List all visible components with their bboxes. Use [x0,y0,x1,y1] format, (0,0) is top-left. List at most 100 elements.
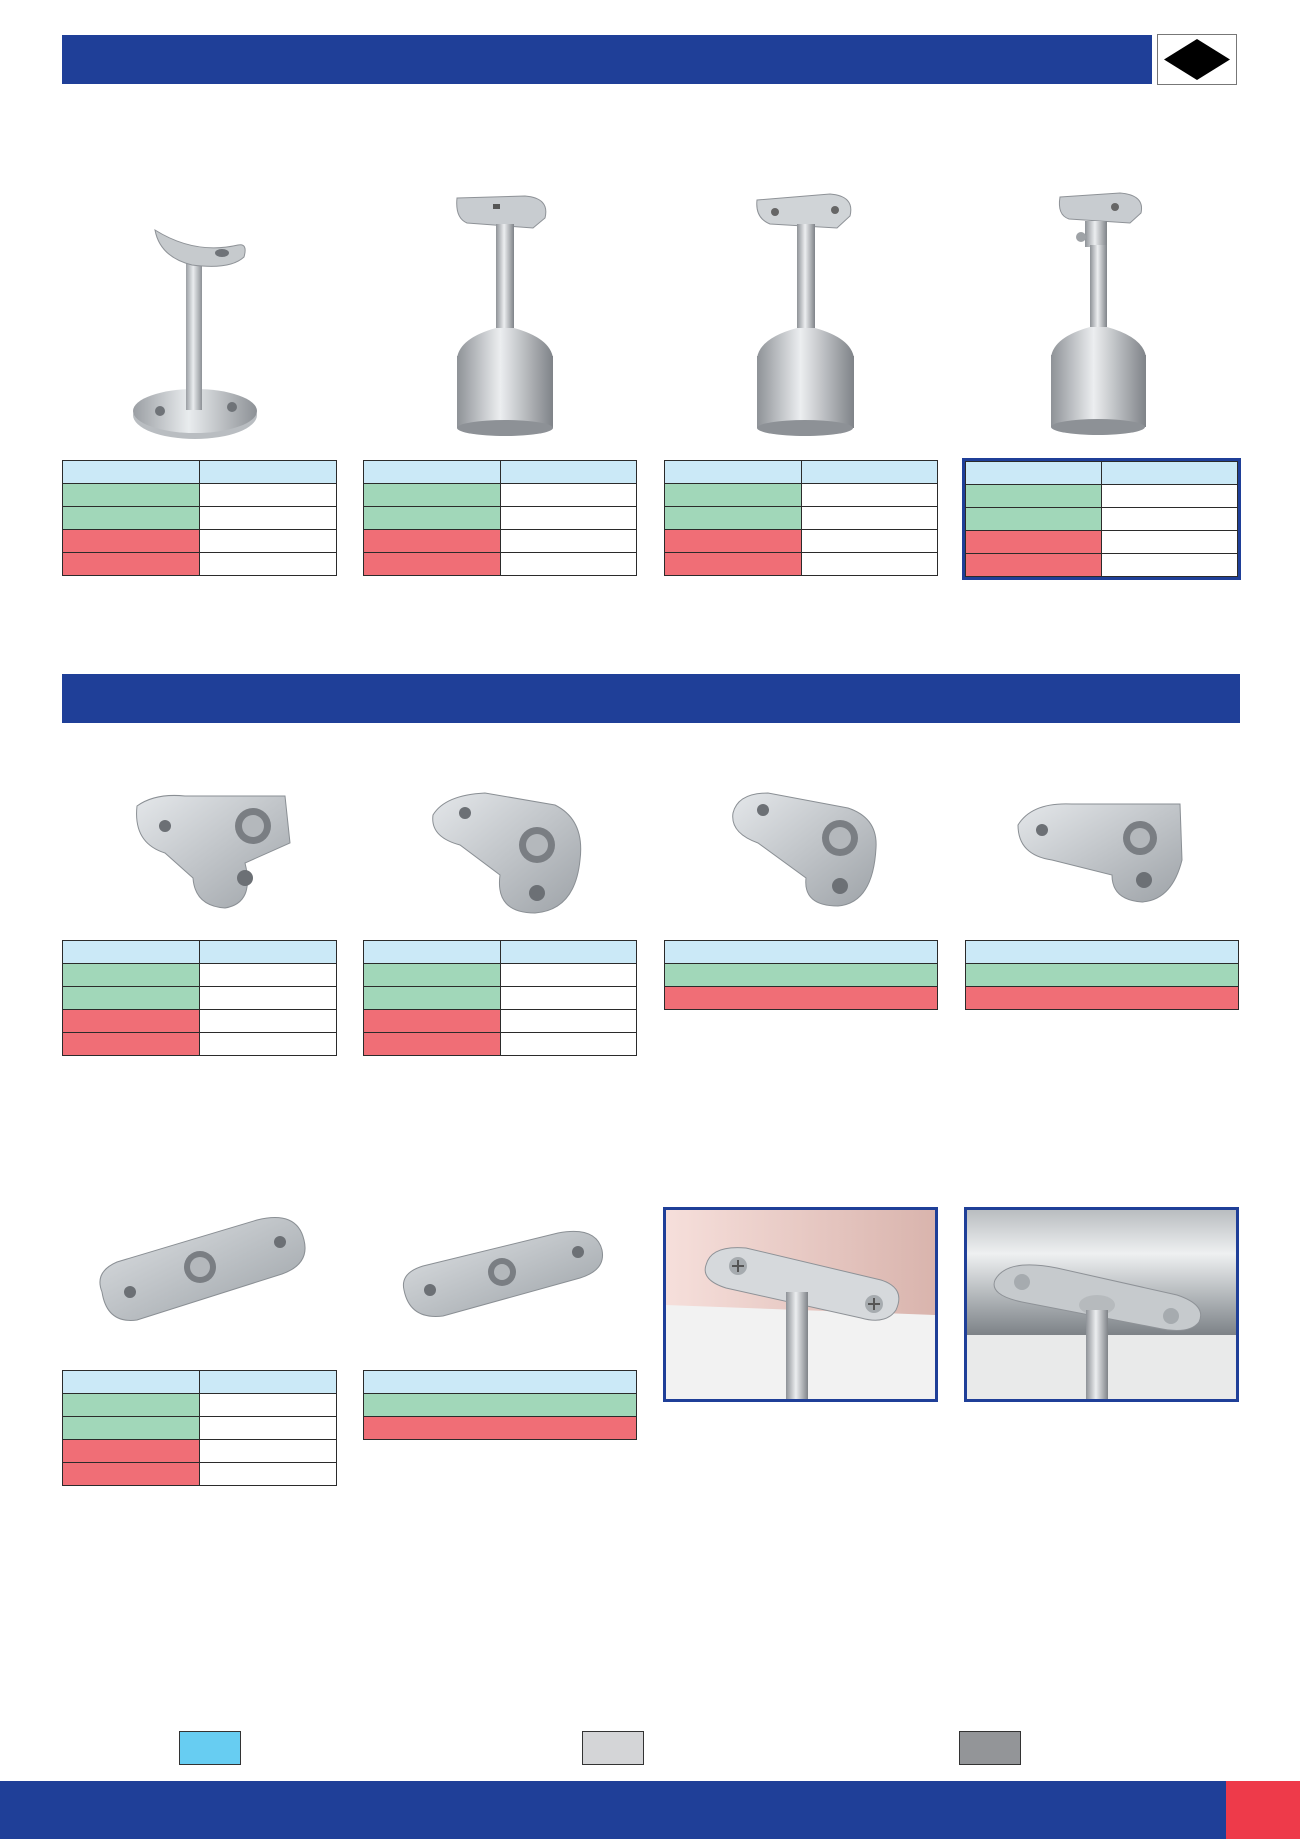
spec-table-5 [62,940,337,1056]
legend-swatch-dark-gray [959,1731,1021,1765]
label-cell [965,530,1102,554]
spec-table-10 [363,1370,637,1440]
value-cell [800,552,938,576]
label-cell [965,484,1102,508]
value-cell [499,483,637,507]
value-cell [800,483,938,507]
handrail-support-tube-end-image-2 [756,193,854,436]
label-cell [363,963,501,987]
legend-swatch-blue [179,1731,241,1765]
value-cell [199,1416,337,1440]
label-cell [664,529,802,553]
spec-table-1 [62,460,337,576]
logo-box [1157,34,1237,85]
spec-table-8 [965,940,1239,1010]
value-cell [499,529,637,553]
label-cell [62,1439,200,1463]
header-cell [363,1370,637,1394]
label-cell [363,483,501,507]
installation-photo-wood-rail [663,1207,938,1402]
bracket-image-4 [1017,803,1183,903]
label-cell [62,483,200,507]
value-cell [499,1032,637,1056]
header-cell [965,940,1239,964]
label-cell [363,529,501,553]
label-cell [363,1416,637,1440]
header-cell [664,460,802,484]
header-cell [199,460,337,484]
header-cell [499,940,637,964]
value-cell [800,506,938,530]
label-cell [62,1009,200,1033]
legend-swatch-light-gray [582,1731,644,1765]
label-cell [62,1416,200,1440]
label-cell [363,1032,501,1056]
spec-table-4-highlighted [962,458,1241,580]
header-cell [62,1370,200,1394]
label-cell [62,1032,200,1056]
spec-table-7 [664,940,938,1010]
installation-wood-rail-image [666,1210,935,1399]
bracket-image-1 [136,795,291,909]
label-cell [664,506,802,530]
installation-photo-tube-rail [964,1207,1239,1402]
flat-plate-image-2 [402,1230,604,1317]
header-cell [363,940,501,964]
value-cell [499,963,637,987]
installation-tube-rail-image [967,1210,1236,1399]
value-cell [199,506,337,530]
label-cell [965,963,1239,987]
label-cell [664,986,938,1010]
label-cell [62,986,200,1010]
value-cell [499,506,637,530]
value-cell [800,529,938,553]
label-cell [62,1393,200,1417]
label-cell [62,506,200,530]
value-cell [199,1439,337,1463]
header-cell [62,460,200,484]
handrail-support-round-base-image [133,228,257,439]
header-cell [62,940,200,964]
footer-accent-block [1226,1781,1300,1839]
label-cell [363,986,501,1010]
header-cell [800,460,938,484]
header-cell [664,940,938,964]
header-cell [199,940,337,964]
header-cell [199,1370,337,1394]
label-cell [965,986,1239,1010]
label-cell [664,483,802,507]
value-cell [199,552,337,576]
value-cell [199,1009,337,1033]
top-header-bar [62,35,1152,84]
flat-plate-image-1 [99,1217,306,1321]
label-cell [664,552,802,576]
section-header-bar [62,674,1240,723]
value-cell [1101,530,1238,554]
value-cell [199,986,337,1010]
handrail-support-adjustable-image [1051,192,1146,435]
value-cell [199,483,337,507]
spec-table-6 [363,940,637,1056]
header-cell [499,460,637,484]
diamond-logo-icon [1164,39,1230,80]
bracket-image-3 [732,792,877,907]
value-cell [199,529,337,553]
label-cell [363,1009,501,1033]
label-cell [62,529,200,553]
spec-table-3 [664,460,938,576]
label-cell [363,1393,637,1417]
value-cell [499,552,637,576]
footer-bar [0,1781,1226,1839]
value-cell [1101,484,1238,508]
bracket-image-2 [432,792,582,914]
value-cell [199,963,337,987]
label-cell [363,552,501,576]
label-cell [62,1462,200,1486]
header-cell [1101,461,1238,485]
value-cell [1101,553,1238,577]
label-cell [363,506,501,530]
label-cell [965,507,1102,531]
value-cell [1101,507,1238,531]
value-cell [499,986,637,1010]
label-cell [965,553,1102,577]
